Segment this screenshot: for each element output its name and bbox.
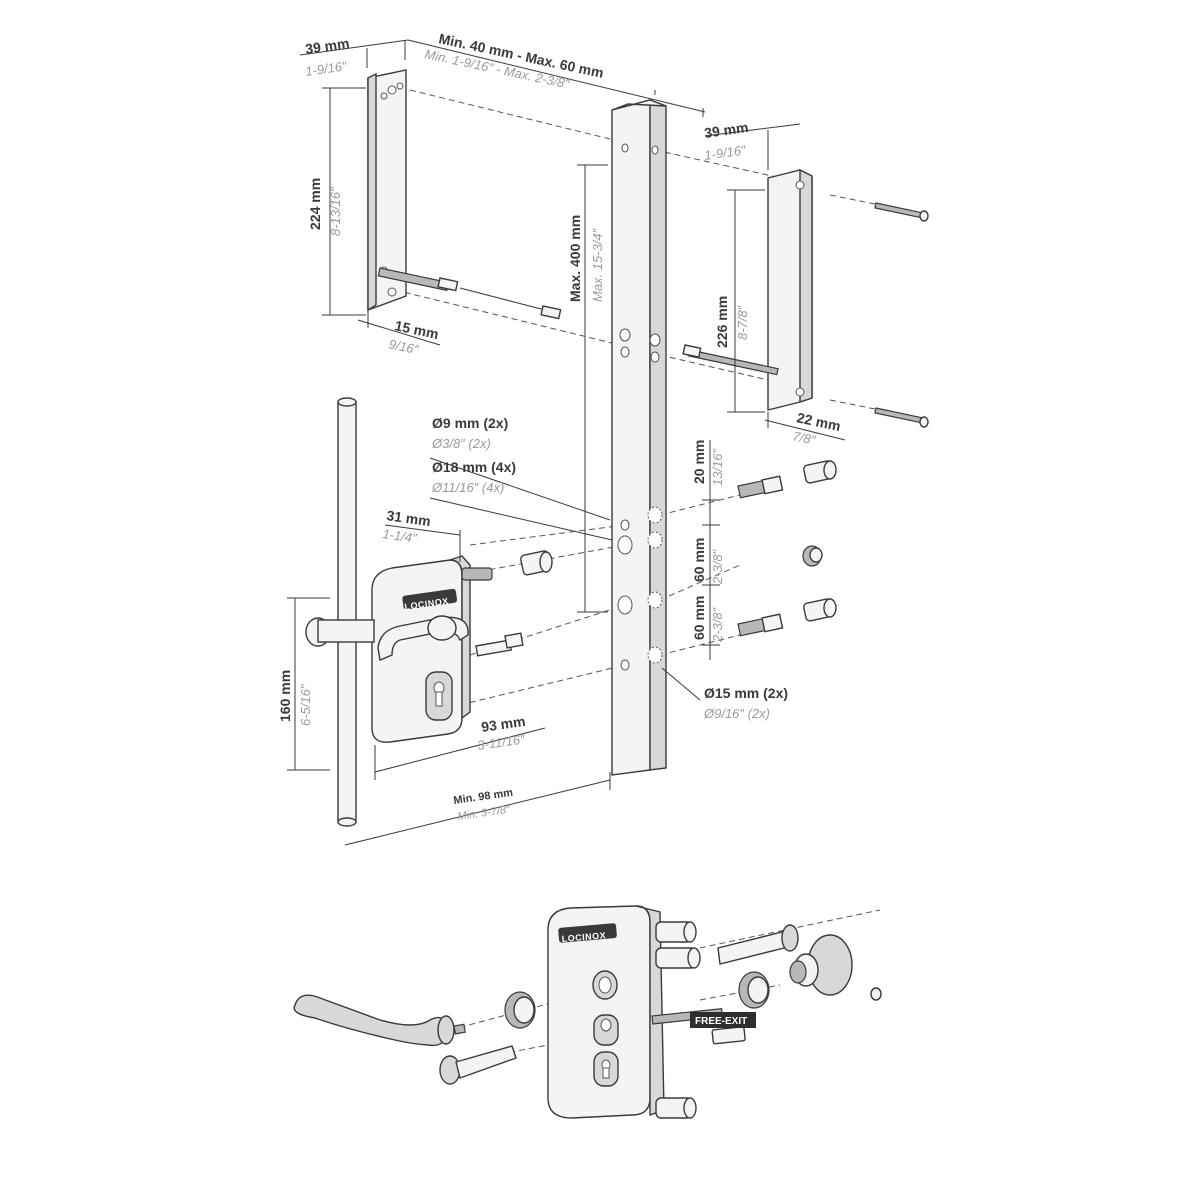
label-right-bracket-width: 39 mm 1-9/16″ bbox=[703, 119, 749, 163]
svg-text:31 mm: 31 mm bbox=[386, 507, 432, 529]
lock-body: LOCINOX bbox=[371, 550, 553, 743]
knob bbox=[789, 934, 882, 1001]
svg-text:Ø9 mm (2x): Ø9 mm (2x) bbox=[432, 415, 508, 431]
svg-text:Ø18 mm (4x): Ø18 mm (4x) bbox=[432, 459, 516, 475]
brand-badge bbox=[402, 588, 458, 610]
bolts bbox=[874, 202, 929, 428]
svg-text:8-7/8″: 8-7/8″ bbox=[735, 305, 750, 340]
svg-text:1-9/16″: 1-9/16″ bbox=[703, 142, 747, 163]
svg-text:60 mm: 60 mm bbox=[691, 538, 707, 582]
gate-bar bbox=[337, 397, 357, 827]
label-post-width: Min. 40 mm - Max. 60 mm Min. 1-9/16″ - M… bbox=[423, 30, 605, 91]
free-exit-tag: FREE-EXIT bbox=[690, 1012, 756, 1028]
svg-text:1-9/16″: 1-9/16″ bbox=[304, 58, 348, 79]
svg-text:93 mm: 93 mm bbox=[480, 713, 526, 735]
label-spacing-60a: 60 mm 2-3/8″ bbox=[691, 538, 725, 585]
svg-text:3-11/16″: 3-11/16″ bbox=[476, 731, 526, 753]
label-backset: 93 mm 3-11/16″ bbox=[476, 713, 526, 753]
lock-housing: LOCINOX bbox=[547, 905, 746, 1119]
housing-brand-badge bbox=[558, 923, 617, 943]
label-hole-18: Ø18 mm (4x) Ø11/16″ (4x) bbox=[431, 459, 516, 495]
label-max-height: Max. 400 mm Max. 15-3/4″ bbox=[567, 215, 605, 302]
svg-text:2-3/8″: 2-3/8″ bbox=[710, 549, 725, 585]
label-right-bracket-depth: 22 mm 7/8″ bbox=[791, 409, 842, 447]
svg-text:Min. 3-7/8″: Min. 3-7/8″ bbox=[457, 804, 512, 823]
label-hole-15: Ø15 mm (2x) Ø9/16″ (2x) bbox=[703, 685, 788, 721]
svg-text:Ø9/16″ (2x): Ø9/16″ (2x) bbox=[703, 706, 770, 721]
svg-text:FREE-EXIT: FREE-EXIT bbox=[695, 1016, 747, 1027]
housing-brand-label: LOCINOX bbox=[561, 930, 606, 944]
left-bracket bbox=[367, 69, 562, 320]
dimension-lines bbox=[287, 39, 846, 846]
lever-rose bbox=[504, 991, 536, 1029]
svg-text:8-13/16″: 8-13/16″ bbox=[328, 187, 343, 236]
svg-text:6-5/16″: 6-5/16″ bbox=[298, 684, 313, 726]
svg-text:60 mm: 60 mm bbox=[691, 596, 707, 640]
label-min-gap: Min. 98 mm Min. 3-7/8″ bbox=[453, 787, 514, 823]
label-bracket-offset: 15 mm 9/16″ bbox=[387, 317, 440, 357]
svg-text:Ø3/8″ (2x): Ø3/8″ (2x) bbox=[431, 436, 491, 451]
svg-text:39 mm: 39 mm bbox=[304, 35, 350, 57]
svg-text:7/8″: 7/8″ bbox=[791, 428, 817, 447]
label-hole-9: Ø9 mm (2x) Ø3/8″ (2x) bbox=[431, 415, 508, 451]
svg-text:1-1/4″: 1-1/4″ bbox=[382, 526, 418, 546]
svg-text:Max. 15-3/4″: Max. 15-3/4″ bbox=[590, 228, 605, 302]
svg-text:Ø15 mm (2x): Ø15 mm (2x) bbox=[704, 685, 788, 701]
spindle bbox=[439, 1045, 517, 1085]
svg-text:39 mm: 39 mm bbox=[703, 119, 749, 141]
right-bracket bbox=[682, 168, 813, 411]
svg-text:160 mm: 160 mm bbox=[277, 670, 293, 722]
lever-handle bbox=[293, 994, 466, 1047]
svg-text:13/16″: 13/16″ bbox=[710, 448, 725, 486]
lock-handle bbox=[305, 617, 375, 647]
label-top-bracket-width: 39 mm 1-9/16″ bbox=[304, 35, 350, 79]
svg-text:224 mm: 224 mm bbox=[307, 178, 323, 230]
label-lock-width: 31 mm 1-1/4″ bbox=[382, 507, 432, 546]
label-spacing-20: 20 mm 13/16″ bbox=[691, 440, 725, 486]
svg-text:2-3/8″: 2-3/8″ bbox=[710, 607, 725, 643]
free-exit-spindle bbox=[717, 924, 799, 965]
label-lock-height: 160 mm 6-5/16″ bbox=[277, 670, 313, 726]
label-spacing-60b: 60 mm 2-3/8″ bbox=[691, 596, 725, 643]
mounting-sleeves bbox=[737, 460, 837, 637]
svg-text:Ø11/16″ (4x): Ø11/16″ (4x) bbox=[431, 480, 504, 495]
svg-text:Max. 400 mm: Max. 400 mm bbox=[567, 215, 583, 302]
svg-text:9/16″: 9/16″ bbox=[387, 336, 420, 357]
svg-text:226 mm: 226 mm bbox=[714, 296, 730, 348]
label-left-bracket-height: 224 mm 8-13/16″ bbox=[307, 178, 343, 236]
svg-text:20 mm: 20 mm bbox=[691, 440, 707, 484]
free-exit-rose bbox=[738, 971, 770, 1009]
label-right-bracket-height: 226 mm 8-7/8″ bbox=[714, 296, 750, 348]
gate-post bbox=[611, 98, 667, 776]
